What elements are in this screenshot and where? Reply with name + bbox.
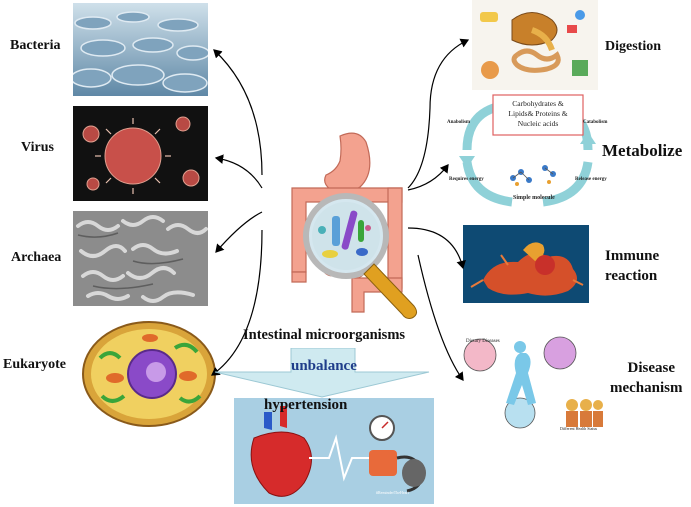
arrow-to-bacteria [213,49,263,176]
disease-image: Dietary Diseases Different Health Status [460,333,606,433]
immune-image [463,225,589,303]
label-disease-line2: mechanism [610,380,683,396]
metab-simple-molecule: Simple molecule [513,195,555,201]
label-immune-line2: reaction [605,268,658,284]
hypertension-image: #ReminderTheHeart [234,398,434,504]
label-digestion: Digestion [605,39,661,54]
metab-release-energy: Release energy [575,177,607,182]
digestion-image [472,0,598,90]
arrow-to-virus [214,154,263,189]
center-title: Intestinal microorganisms [243,327,406,343]
metab-box-line1: Carbohydrates & [512,99,564,108]
label-immune-line1: Immune [605,248,660,264]
arrow-to-archaea [215,211,263,253]
archaea-image [73,211,208,306]
label-bacteria: Bacteria [10,38,61,53]
unbalance-arrow: unbalance [213,348,431,398]
metab-catabolism: Catabolism [583,120,608,125]
label-archaea: Archaea [11,250,62,265]
label-metabolize: Metabolize [602,141,683,160]
disease-tag-health: Different Health Status [560,426,598,431]
unbalance-label: unbalance [291,358,357,374]
label-disease: Disease mechanism [610,358,683,398]
label-disease-line1: Disease [627,360,676,376]
metab-box-line2: Lipids& Proteins & [508,109,568,118]
intestine-illustration [262,128,430,326]
label-immune: Immune reaction [605,246,659,286]
label-virus: Virus [21,140,54,155]
eukaryote-image [80,318,218,430]
metab-box-line3: Nucleic acids [517,119,559,128]
disease-tag-dietary: Dietary Diseases [466,339,500,344]
metab-anabolism: Anabolism [447,120,471,125]
label-eukaryote: Eukaryote [3,357,66,372]
virus-image [73,106,208,201]
metabolism-cycle: Carbohydrates & Lipids& Proteins & Nucle… [445,92,610,210]
hypertension-label: hypertension [264,397,348,413]
hypertension-hashtag: #ReminderTheHeart [376,490,409,495]
metab-requires-energy: Requires energy [449,177,484,182]
bacteria-image [73,3,208,96]
